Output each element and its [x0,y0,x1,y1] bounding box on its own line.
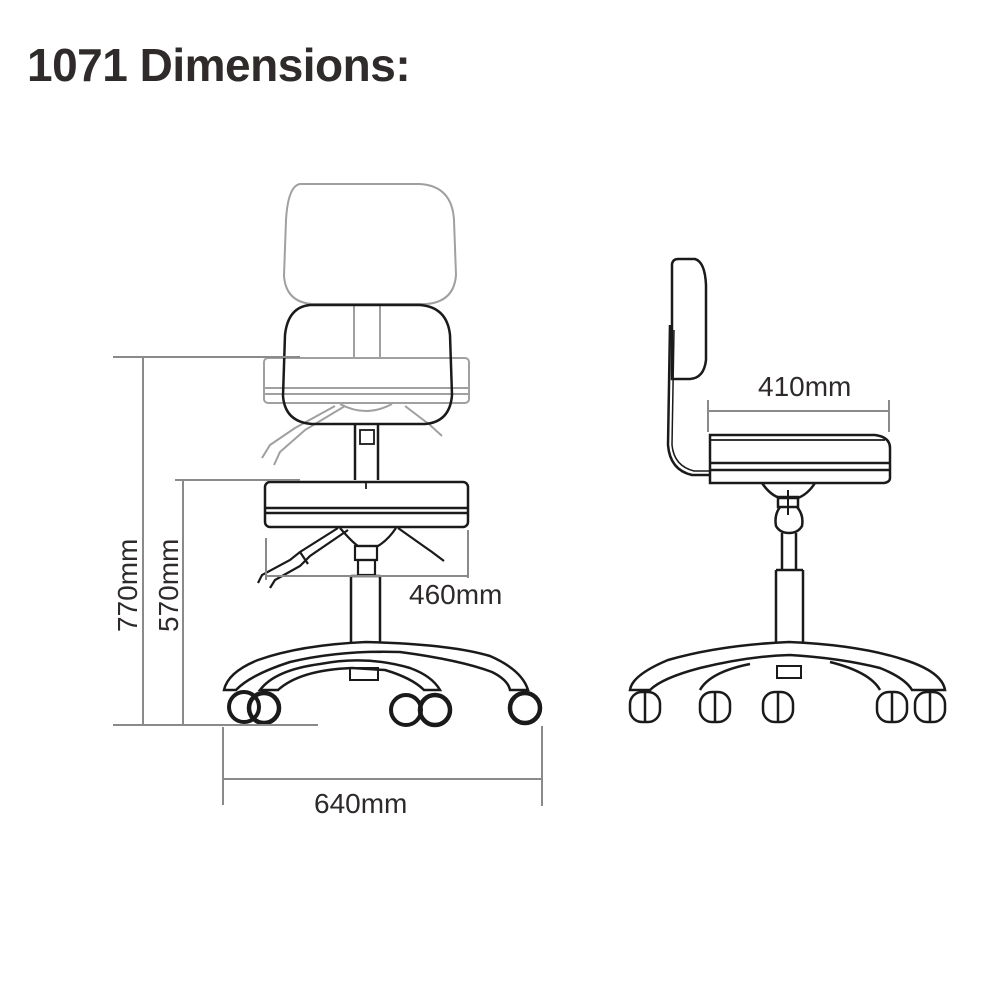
page-title: 1071 Dimensions: [27,39,411,91]
seat-width-label: 460mm [409,579,502,610]
seat-depth-label: 410mm [758,371,851,402]
ghost-raised-chair [261,183,470,466]
base-front [222,640,543,728]
backrest [281,303,454,426]
side-casters [628,690,947,724]
side-view-chair [628,257,947,724]
seat-mechanism [257,527,445,589]
seat-side [708,433,892,485]
min-height-label: 570mm [153,539,184,632]
max-height-label: 770mm [112,539,143,632]
base-side [628,640,947,692]
base-width-label: 640mm [314,788,407,819]
front-dimension-lines [113,356,543,806]
front-view-chair [222,183,543,728]
backrest-stem [353,424,380,480]
side-dimension-lines [707,400,890,432]
gas-cylinder [349,574,382,642]
side-backrest [670,257,708,381]
seat-front [263,480,470,529]
